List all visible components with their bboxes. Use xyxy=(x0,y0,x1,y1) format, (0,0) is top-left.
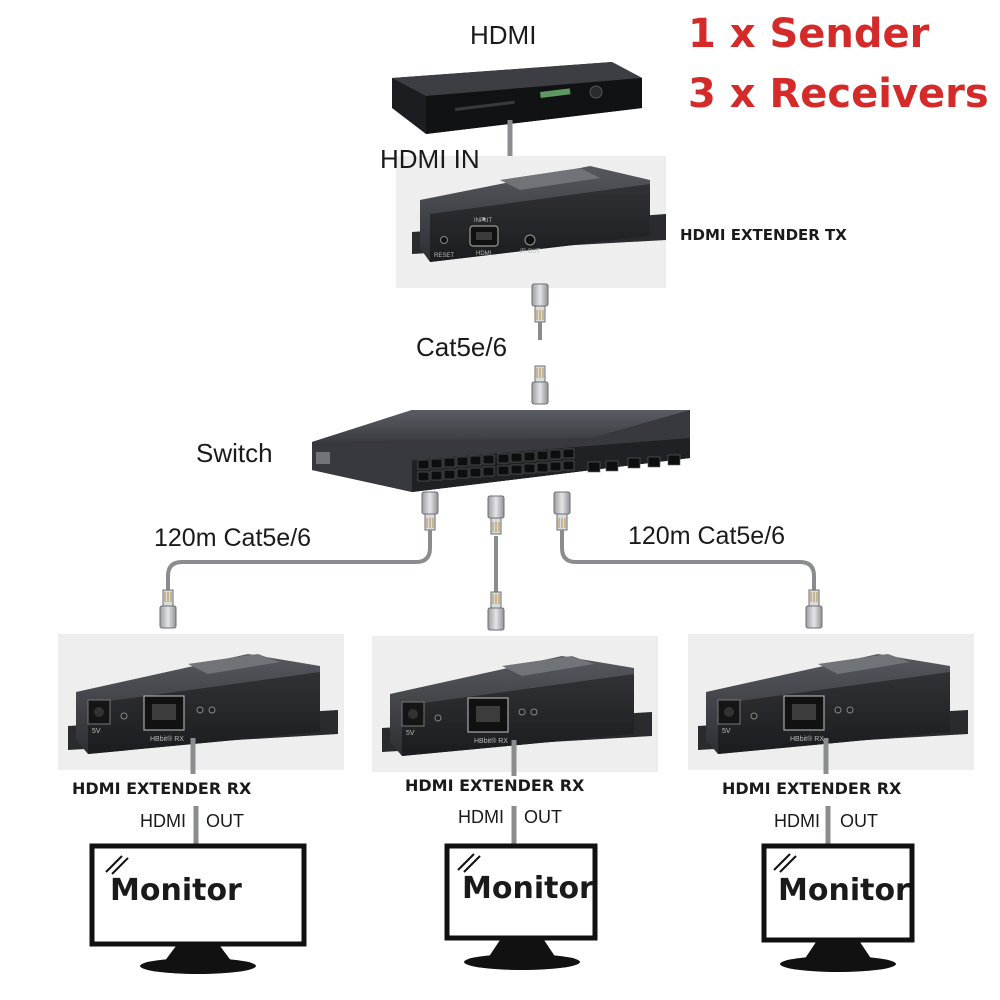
switch-label: Switch xyxy=(196,438,273,468)
monitor-label-1: Monitor xyxy=(110,873,242,908)
rx-output-label-out-3: OUT xyxy=(840,811,878,831)
hdmi-extender-tx-device xyxy=(396,156,666,288)
cable-to-receiver-center xyxy=(487,495,505,631)
rx-output-label-hdmi-3: HDMI xyxy=(774,811,820,831)
hdmi-in-label: HDMI IN xyxy=(380,144,480,174)
rx-power-label-1: 5V xyxy=(92,728,101,735)
rx-output-label-out-1: OUT xyxy=(206,811,244,831)
tx-port-hdmi-label: HDMI xyxy=(476,251,492,257)
rx-output-label-hdmi-1: HDMI xyxy=(140,811,186,831)
rx-output-label-hdmi-2: HDMI xyxy=(458,807,504,827)
monitor-label-2: Monitor xyxy=(462,871,594,906)
uplink-cable xyxy=(531,283,549,405)
headline-sender-count: 1 x Sender xyxy=(688,11,930,57)
rx-device-name-2: HDMI EXTENDER RX xyxy=(405,776,585,795)
cable-to-receiver-right xyxy=(553,491,823,629)
rx-port-label-2: HBbit® RX xyxy=(474,738,508,745)
monitor-1 xyxy=(89,843,307,974)
cable-right-label: 120m Cat5e/6 xyxy=(628,522,786,550)
rx-port-label-3: HBbit® RX xyxy=(790,736,824,743)
rx-output-label-out-2: OUT xyxy=(524,807,562,827)
monitor-label-3: Monitor xyxy=(778,873,910,908)
network-switch-device xyxy=(312,410,690,492)
tx-port-input-label: INPUT xyxy=(474,218,492,224)
rx-port-label-1: HBbit® RX xyxy=(150,736,184,743)
cable-left-label: 120m Cat5e/6 xyxy=(154,524,312,552)
rx-power-label-2: 5V xyxy=(406,730,415,737)
hdmi-source-player xyxy=(392,62,642,134)
hdmi-extender-rx-device-3 xyxy=(688,634,974,774)
hdmi-extender-rx-device-1 xyxy=(58,634,344,774)
tx-device-name: HDMI EXTENDER TX xyxy=(680,226,847,244)
monitor-3 xyxy=(761,843,915,972)
cable-to-receiver-left xyxy=(159,491,439,629)
rx-power-label-3: 5V xyxy=(722,728,731,735)
uplink-cable-label: Cat5e/6 xyxy=(416,332,508,362)
hdmi-extender-rx-device-2 xyxy=(372,636,658,776)
monitor-2 xyxy=(444,843,598,970)
tx-port-reset-label: RESET xyxy=(434,253,455,259)
hdmi-source-label: HDMI xyxy=(470,20,537,50)
tx-port-ir-label: IR OUT xyxy=(520,249,541,255)
rx-device-name-3: HDMI EXTENDER RX xyxy=(722,779,902,798)
rx-device-name-1: HDMI EXTENDER RX xyxy=(72,779,252,798)
headline-receiver-count: 3 x Receivers xyxy=(688,71,989,117)
